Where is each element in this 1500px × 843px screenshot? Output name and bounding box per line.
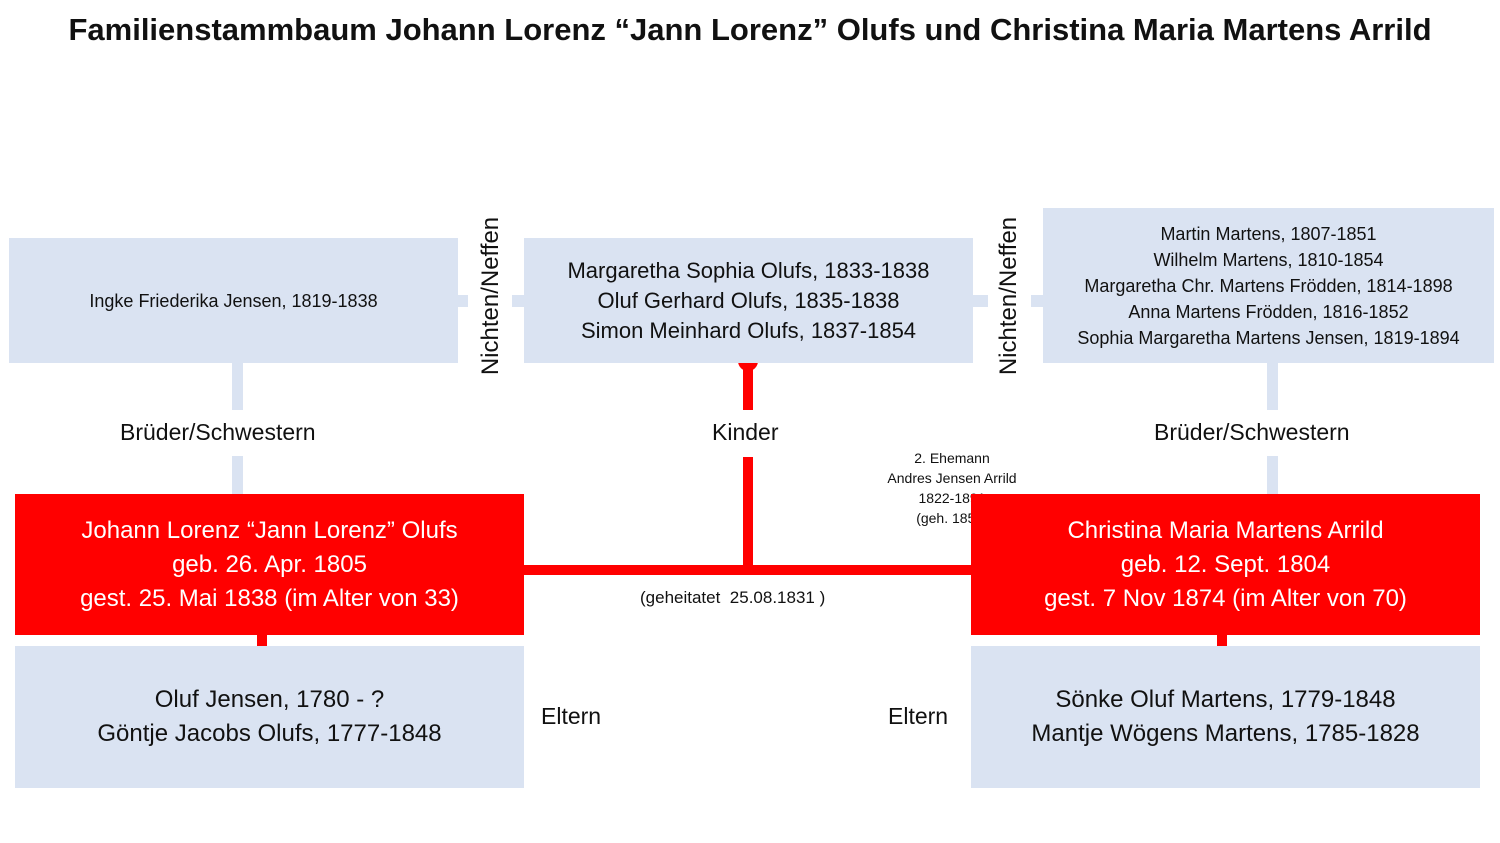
children-line-lower — [743, 457, 753, 567]
siblings-label-right: Brüder/Schwestern — [1154, 419, 1350, 445]
sibling-entry: Sophia Margaretha Martens Jensen, 1819-1… — [1077, 327, 1460, 348]
nieces-nephews-label-left: Nichten/Neffen — [477, 216, 504, 376]
parent-entry: Sönke Oluf Martens, 1779-1848 — [1055, 686, 1396, 713]
husband-death: gest. 25. Mai 1838 (im Alter von 33) — [80, 584, 459, 612]
child-entry: Oluf Gerhard Olufs, 1835-1838 — [597, 287, 900, 313]
connector-left-siblings-lower — [232, 456, 243, 494]
husband-parents-box: Oluf Jensen, 1780 - ? Göntje Jacobs Oluf… — [15, 646, 524, 788]
husband-name: Johann Lorenz “Jann Lorenz” Olufs — [81, 516, 458, 544]
sibling-entry: Ingke Friederika Jensen, 1819-1838 — [89, 290, 378, 311]
left-siblings-box: Ingke Friederika Jensen, 1819-1838 — [9, 238, 458, 363]
wife-name: Christina Maria Martens Arrild — [1067, 516, 1384, 544]
parent-entry: Göntje Jacobs Olufs, 1777-1848 — [97, 720, 442, 747]
wife-birth: geb. 12. Sept. 1804 — [1120, 550, 1331, 578]
wife-death: gest. 7 Nov 1874 (im Alter von 70) — [1044, 584, 1407, 612]
marriage-line — [523, 565, 972, 575]
connector-wife-parents — [1217, 634, 1227, 647]
connector-right-siblings-upper — [1267, 363, 1278, 410]
child-entry: Margaretha Sophia Olufs, 1833-1838 — [567, 257, 930, 283]
connector-top-mid-left — [512, 295, 524, 307]
sibling-entry: Martin Martens, 1807-1851 — [1160, 223, 1377, 244]
children-box: Margaretha Sophia Olufs, 1833-1838 Oluf … — [524, 238, 973, 363]
child-entry: Simon Meinhard Olufs, 1837-1854 — [580, 317, 917, 343]
sibling-entry: Anna Martens Frödden, 1816-1852 — [1128, 301, 1409, 322]
second-husband-line: 2. Ehemann — [914, 450, 990, 466]
second-husband-line: 1822-1891 — [918, 490, 986, 506]
right-siblings-box: Martin Martens, 1807-1851 Wilhelm Marten… — [1043, 208, 1494, 363]
marriage-date-label: (geheitatet 25.08.1831 ) — [640, 588, 826, 607]
sibling-entry: Wilhelm Martens, 1810-1854 — [1153, 249, 1384, 270]
wife-parents-box: Sönke Oluf Martens, 1779-1848 Mantje Wög… — [971, 646, 1480, 788]
connector-top-mid-right — [972, 295, 988, 307]
parents-label-right: Eltern — [888, 703, 949, 729]
parent-entry: Oluf Jensen, 1780 - ? — [154, 686, 385, 713]
second-husband-line: Andres Jensen Arrild — [887, 470, 1017, 486]
sibling-entry: Margaretha Chr. Martens Frödden, 1814-18… — [1084, 275, 1453, 296]
wife-box: Christina Maria Martens Arrild geb. 12. … — [971, 494, 1480, 635]
husband-box: Johann Lorenz “Jann Lorenz” Olufs geb. 2… — [15, 494, 524, 635]
connector-husband-parents — [257, 634, 267, 647]
page-title: Familienstammbaum Johann Lorenz “Jann Lo… — [68, 12, 1432, 47]
children-label: Kinder — [712, 419, 779, 445]
connector-top-left — [457, 295, 468, 307]
children-line-upper — [743, 362, 753, 410]
second-husband-line: (geh. 1851) — [916, 510, 988, 526]
second-husband-note: 2. Ehemann Andres Jensen Arrild 1822-189… — [872, 448, 1032, 528]
parent-entry: Mantje Wögens Martens, 1785-1828 — [1031, 720, 1420, 747]
connector-left-siblings-upper — [232, 363, 243, 410]
siblings-label-left: Brüder/Schwestern — [120, 419, 316, 445]
connector-right-siblings-lower — [1267, 456, 1278, 494]
nieces-nephews-label-right: Nichten/Neffen — [995, 216, 1022, 376]
parents-label-left: Eltern — [541, 703, 602, 729]
husband-birth: geb. 26. Apr. 1805 — [172, 550, 367, 578]
connector-top-right — [1031, 295, 1043, 307]
